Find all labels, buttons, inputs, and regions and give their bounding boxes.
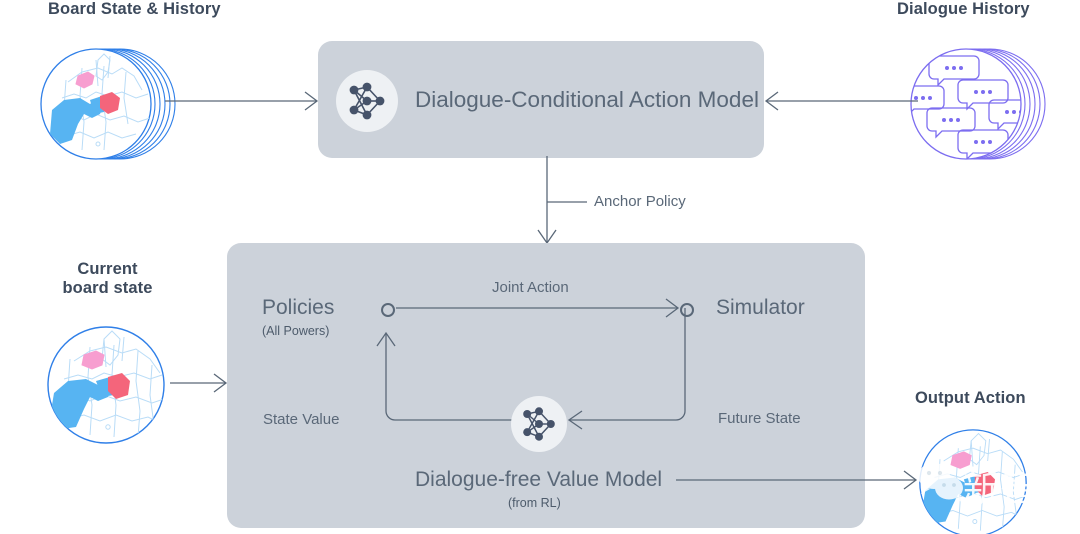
chat-bubbles-icon-dialogue-history: [908, 38, 1050, 170]
value-model-label: Dialogue-free Value Model: [415, 468, 663, 491]
policies-label: Policies: [262, 296, 335, 319]
arrow-board-state-to-model: [165, 86, 325, 116]
future-state-label: Future State: [718, 410, 801, 427]
anchor-policy-label: Anchor Policy: [594, 193, 686, 210]
state-value-label: State Value: [263, 411, 340, 428]
value-model-sublabel: (from RL): [508, 496, 561, 510]
arrow-joint-action: [396, 294, 686, 322]
heading-board-state-history: Board State & History: [48, 0, 221, 18]
map-globe-icon-output-action: [918, 428, 1028, 534]
simulator-node-dot: [680, 303, 694, 317]
neural-network-icon-top: [336, 70, 398, 132]
heading-dialogue-history: Dialogue History: [897, 0, 1030, 18]
map-globe-icon-board-state: [38, 38, 178, 170]
arrow-future-state: [560, 308, 692, 436]
arrow-output-action: [676, 466, 926, 494]
current-board-state-line1: Current: [77, 260, 138, 278]
neural-network-icon-value-model: [511, 396, 567, 452]
heading-current-board-state: Current board state: [35, 260, 180, 298]
policies-sublabel: (All Powers): [262, 324, 330, 338]
arrow-dialogue-history-to-model: [760, 86, 920, 116]
arrow-state-value: [376, 324, 514, 428]
simulator-label: Simulator: [716, 296, 805, 319]
current-board-state-line2: board state: [62, 279, 153, 297]
map-globe-icon-current-board-state: [46, 325, 166, 445]
top-box-label: Dialogue-Conditional Action Model: [415, 87, 759, 112]
joint-action-label: Joint Action: [492, 279, 569, 296]
arrow-current-board-state-to-panel: [170, 368, 232, 398]
heading-output-action: Output Action: [915, 389, 1026, 407]
policies-node-dot: [381, 303, 395, 317]
